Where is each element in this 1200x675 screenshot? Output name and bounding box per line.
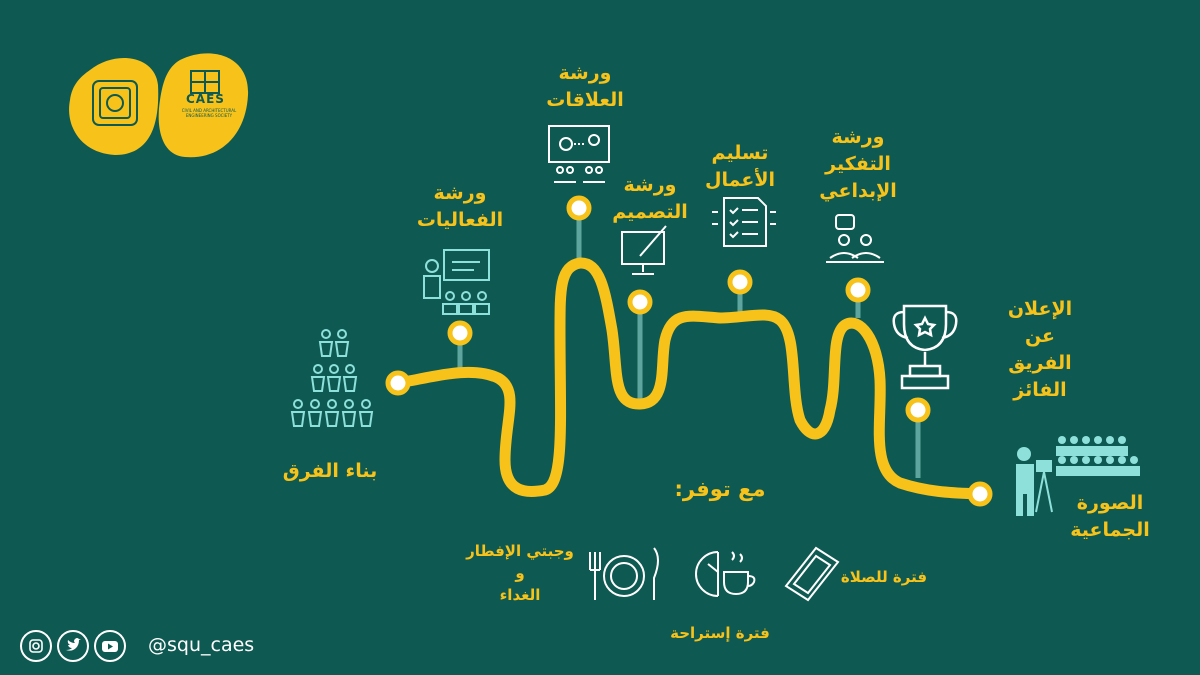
presentation-icon xyxy=(423,249,490,315)
twitter-icon[interactable] xyxy=(57,630,89,662)
checklist-icon xyxy=(712,197,776,247)
team-pyramid-icon xyxy=(290,329,374,427)
label-relations-workshop: ورشة العلاقات xyxy=(546,62,624,111)
meal-plate-icon xyxy=(589,547,659,600)
discussion-icon xyxy=(826,214,884,263)
label-meals: وجبتي الإفطار و الغداء xyxy=(466,542,574,604)
photographer-crowd-icon xyxy=(1016,436,1140,516)
label-group-photo: الصورة الجماعية xyxy=(1070,492,1150,541)
label-team-building: بناء الفرق xyxy=(282,460,378,482)
extras-heading: مع توفر: xyxy=(674,477,766,501)
logos xyxy=(69,53,249,158)
trophy-icon xyxy=(892,304,958,390)
caes-emblem-icon xyxy=(190,70,220,94)
clock-coffee-icon xyxy=(695,551,756,597)
caes-fullname: CIVIL AND ARCHITECTURAL ENGINEERING SOCI… xyxy=(181,108,237,118)
station-dots xyxy=(385,195,993,507)
caes-logo-blob xyxy=(158,53,249,158)
social-handle[interactable]: @squ_caes xyxy=(148,634,255,656)
label-prayer: فترة للصلاة xyxy=(840,568,928,586)
label-design-workshop: ورشة التصميم xyxy=(612,174,688,223)
label-break: فترة إستراحة xyxy=(670,624,770,642)
network-board-icon xyxy=(548,125,610,183)
design-monitor-icon xyxy=(621,225,667,275)
prayer-mat-icon xyxy=(784,546,840,602)
label-submission: تسليم الأعمال xyxy=(705,142,775,191)
label-winner-announcement: الإعلان عن الفريق الفائز xyxy=(1007,298,1073,401)
caes-abbr: CAES xyxy=(186,92,225,106)
instagram-icon[interactable] xyxy=(20,630,52,662)
timeline-road xyxy=(392,257,986,500)
label-activities-workshop: ورشة الفعاليات xyxy=(416,182,504,231)
youtube-icon[interactable] xyxy=(94,630,126,662)
squ-emblem-icon xyxy=(92,80,138,126)
label-creative-workshop: ورشة التفكير الإبداعي xyxy=(819,126,897,202)
